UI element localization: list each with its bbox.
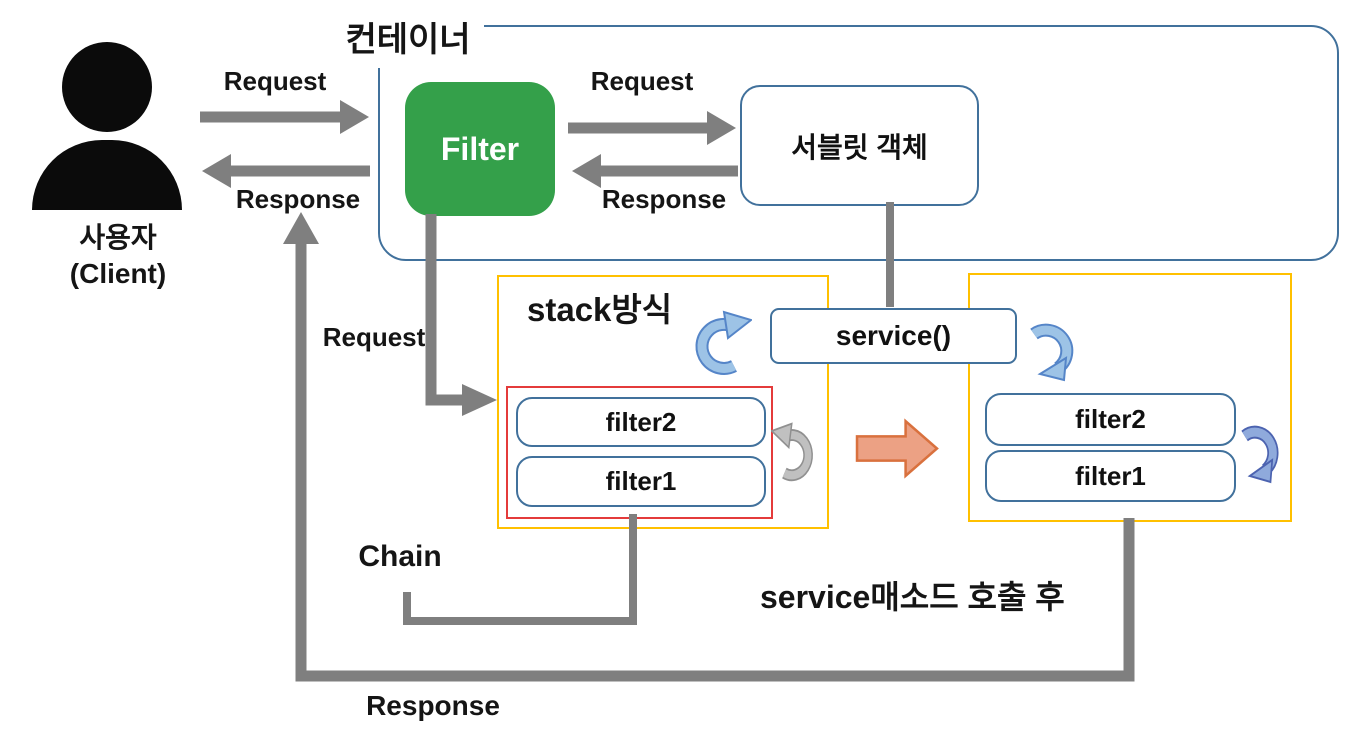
request-arrowhead-3 <box>462 384 497 416</box>
servlet-box: 서블릿 객체 <box>740 85 979 206</box>
user-body-icon <box>32 140 182 210</box>
response-label-bottom: Response <box>366 690 500 721</box>
filter-box: Filter <box>405 82 555 216</box>
user-head-icon <box>62 42 152 132</box>
right-filter2-box: filter2 <box>985 393 1236 446</box>
response-label-1: Response <box>235 184 361 214</box>
right-filter1-box: filter1 <box>985 450 1236 502</box>
user-label-line1: 사용자 <box>79 222 157 253</box>
chain-label: Chain <box>358 540 442 573</box>
response-label-2: Response <box>601 184 727 214</box>
request-label-3: Request <box>322 322 426 352</box>
left-filter1-box: filter1 <box>516 456 766 507</box>
user-label: 사용자 (Client) <box>10 220 226 292</box>
container-label: 컨테이너 <box>332 12 484 68</box>
left-filter2-box: filter2 <box>516 397 766 447</box>
request-label-2: Request <box>590 66 694 96</box>
left-stack-title: stack방식 <box>527 291 673 328</box>
response-loop-arrowhead <box>283 212 319 244</box>
request-arrowhead-1 <box>340 100 369 134</box>
user-label-line2: (Client) <box>69 258 167 289</box>
response-arrowhead-1 <box>202 154 231 188</box>
after-service-label: service매소드 호출 후 <box>760 579 1065 615</box>
service-method-box: service() <box>770 308 1017 364</box>
orange-transition-arrow-icon <box>855 418 939 479</box>
request-label-1: Request <box>223 66 327 96</box>
